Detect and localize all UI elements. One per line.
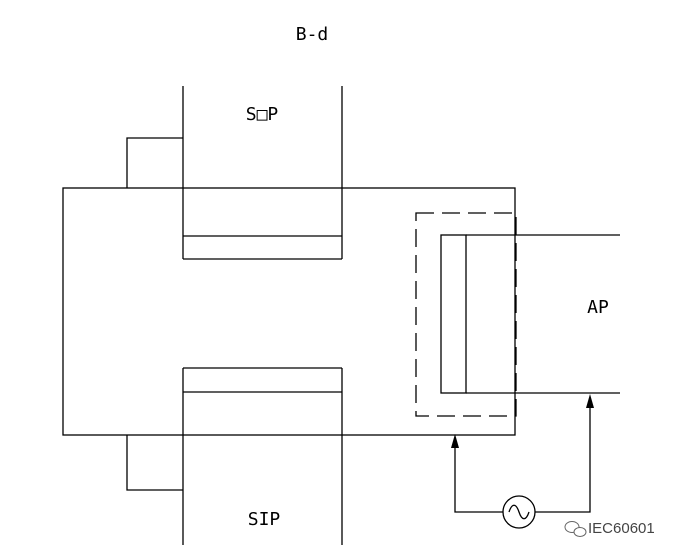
watermark: IEC60601 xyxy=(564,520,655,537)
dashed-boundary xyxy=(415,212,517,417)
enclosure-body xyxy=(62,187,516,436)
ap-label: AP xyxy=(587,297,609,318)
sop-side-tab xyxy=(126,137,183,188)
sip-part: SIP xyxy=(126,367,343,545)
circuit-left-lead xyxy=(454,446,503,513)
watermark-text: IEC60601 xyxy=(588,520,655,537)
diagram-title: B-d xyxy=(296,24,329,45)
sop-part: S□P xyxy=(126,86,343,260)
test-circuit xyxy=(451,394,594,529)
arrow-up-ap-icon xyxy=(586,394,594,408)
sop-label: S□P xyxy=(246,104,279,125)
arrow-up-enclosure-icon xyxy=(451,434,459,448)
ap-part: AP xyxy=(440,234,620,394)
sip-label: SIP xyxy=(248,509,281,530)
circuit-right-lead xyxy=(535,406,591,513)
ap-insulation xyxy=(440,234,467,394)
ac-source-icon xyxy=(502,495,536,529)
sip-side-tab xyxy=(126,435,183,491)
wechat-icon xyxy=(564,521,587,537)
